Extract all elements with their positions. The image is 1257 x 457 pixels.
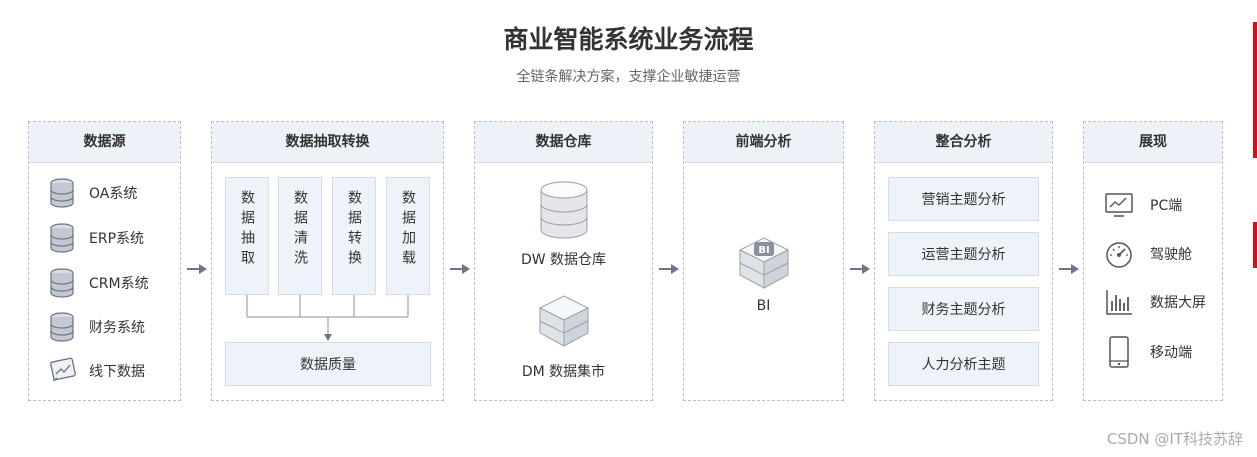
dw-label: DW 数据仓库 bbox=[520, 252, 607, 268]
flow-arrow-icon bbox=[450, 264, 470, 274]
source-item-crm: CRM系统 bbox=[47, 267, 149, 299]
display-label: 移动端 bbox=[1150, 345, 1192, 361]
source-item-finance: 财务系统 bbox=[47, 311, 145, 343]
source-label: 财务系统 bbox=[89, 320, 145, 336]
mobile-icon bbox=[1109, 336, 1129, 368]
etl-step-label: 数据转换 bbox=[346, 190, 362, 270]
display-item-cockpit: 驾驶舱 bbox=[1104, 238, 1192, 270]
source-label: 线下数据 bbox=[89, 364, 145, 380]
database-icon bbox=[50, 268, 74, 298]
column-title: 展现 bbox=[1084, 122, 1222, 163]
column-title: 数据源 bbox=[29, 122, 180, 163]
display-label: 数据大屏 bbox=[1150, 295, 1206, 311]
column-data-source: 数据源 OA系统 ERP系统 CRM系统 财务系统 bbox=[28, 121, 181, 401]
bar-chart-icon bbox=[1106, 290, 1132, 315]
source-item-oa: OA系统 bbox=[47, 177, 137, 209]
display-item-bigscreen: 数据大屏 bbox=[1104, 286, 1206, 318]
column-warehouse: 数据仓库 bbox=[474, 121, 653, 401]
gauge-icon bbox=[1106, 242, 1132, 268]
source-label: ERP系统 bbox=[89, 231, 145, 247]
monitor-icon bbox=[1105, 193, 1133, 217]
display-item-mobile: 移动端 bbox=[1104, 336, 1192, 368]
analysis-item-operations: 运营主题分析 bbox=[888, 232, 1039, 276]
bi-label: BI bbox=[756, 298, 771, 314]
source-label: CRM系统 bbox=[89, 276, 149, 292]
database-icon bbox=[50, 312, 74, 342]
etl-connector-lines bbox=[246, 295, 409, 341]
flow-arrow-icon bbox=[659, 264, 679, 274]
flow-arrow-icon bbox=[187, 264, 207, 274]
page-subtitle: 全链条解决方案，支撑企业敏捷运营 bbox=[516, 69, 741, 85]
etl-step-clean: 数据清洗 bbox=[278, 177, 322, 295]
dw-database-icon bbox=[540, 181, 588, 239]
data-quality-box: 数据质量 bbox=[225, 342, 431, 386]
source-label: OA系统 bbox=[89, 186, 138, 202]
page-title: 商业智能系统业务流程 bbox=[503, 25, 754, 54]
analysis-item-hr: 人力分析主题 bbox=[888, 342, 1039, 386]
column-title: 前端分析 bbox=[684, 122, 843, 163]
column-title: 整合分析 bbox=[875, 122, 1052, 163]
display-label: 驾驶舱 bbox=[1150, 247, 1192, 263]
column-display: 展现 PC端 驾驶舱 数据大屏 移动端 bbox=[1083, 121, 1223, 401]
source-item-erp: ERP系统 bbox=[47, 222, 144, 254]
column-title: 数据抽取转换 bbox=[212, 122, 443, 163]
flow-arrow-icon bbox=[850, 264, 870, 274]
bi-cube-icon: BI bbox=[738, 237, 790, 289]
flow-arrow-icon bbox=[1059, 264, 1079, 274]
database-icon bbox=[50, 223, 74, 253]
etl-step-extract: 数据抽取 bbox=[225, 177, 269, 295]
dm-label: DM 数据集市 bbox=[521, 364, 606, 380]
etl-step-label: 数据抽取 bbox=[239, 190, 255, 270]
edge-accent-bar bbox=[1253, 22, 1257, 158]
etl-step-load: 数据加载 bbox=[386, 177, 430, 295]
source-item-offline: 线下数据 bbox=[47, 355, 145, 387]
chart-board-icon bbox=[50, 357, 76, 382]
etl-step-transform: 数据转换 bbox=[332, 177, 376, 295]
display-item-pc: PC端 bbox=[1104, 189, 1182, 221]
analysis-item-finance: 财务主题分析 bbox=[888, 287, 1039, 331]
analysis-item-marketing: 营销主题分析 bbox=[888, 177, 1039, 221]
column-title: 数据仓库 bbox=[475, 122, 652, 163]
database-icon bbox=[50, 178, 74, 208]
watermark: CSDN @IT科技苏辞 bbox=[1106, 430, 1243, 448]
edge-accent-bar bbox=[1253, 222, 1257, 268]
bi-badge-text: BI bbox=[758, 245, 769, 256]
etl-step-label: 数据清洗 bbox=[292, 190, 308, 270]
etl-step-label: 数据加载 bbox=[400, 190, 416, 270]
display-label: PC端 bbox=[1150, 198, 1183, 214]
dm-cube-icon bbox=[538, 295, 590, 347]
